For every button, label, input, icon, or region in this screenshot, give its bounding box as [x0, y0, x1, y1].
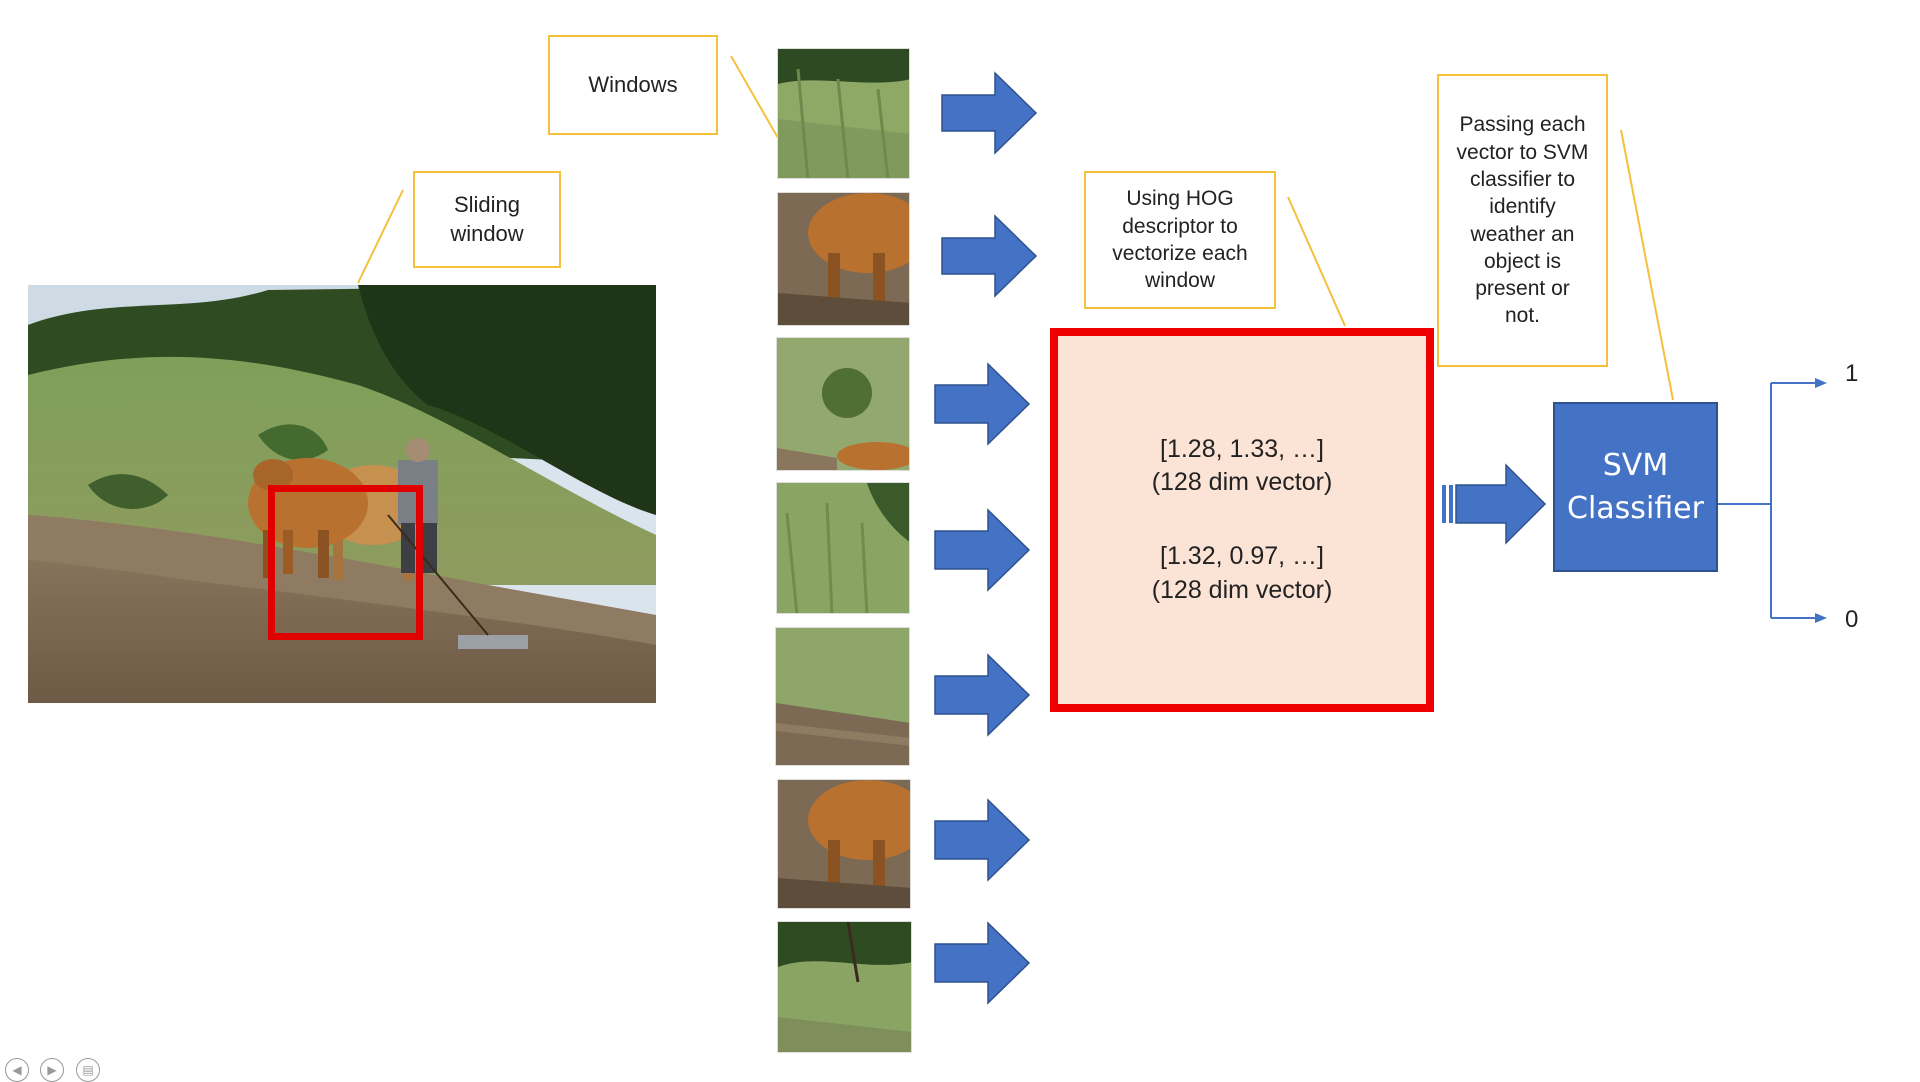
menu-icon[interactable]: ▤	[76, 1058, 100, 1082]
output-arrowhead-0-icon	[1815, 613, 1827, 623]
sliding-window-highlight	[268, 485, 423, 640]
hog-callout: Using HOG descriptor to vectorize each w…	[1084, 171, 1276, 309]
next-icon[interactable]: ▶	[40, 1058, 64, 1082]
window-arrow-6-icon	[934, 798, 1031, 882]
classifier-line-1: SVM	[1602, 447, 1669, 483]
field-photo-art	[28, 285, 656, 703]
vector-1-values: [1.28, 1.33, …]	[1160, 434, 1324, 463]
sliding-window-label: Sliding window	[450, 191, 524, 246]
vector-1-dim: (128 dim vector)	[1151, 468, 1333, 497]
hog-vector-box: [1.28, 1.33, …] (128 dim vector) [1.32, …	[1050, 328, 1434, 712]
classifier-line-2: Classifier	[1567, 491, 1704, 526]
windows-label: Windows	[588, 71, 678, 97]
field-photo	[28, 285, 656, 703]
window-arrow-1-icon	[941, 71, 1038, 155]
window-arrow-7-icon	[934, 921, 1031, 1005]
prev-icon[interactable]: ◀	[5, 1058, 29, 1082]
output-arrowhead-1-icon	[1815, 378, 1827, 388]
sliding-window-callout: Sliding window	[413, 171, 561, 268]
window-arrow-3-icon	[934, 362, 1031, 446]
window-thumbnail-2	[777, 192, 910, 326]
windows-leader	[730, 55, 783, 146]
vector-2-values: [1.32, 0.97, …]	[1160, 542, 1324, 570]
window-arrow-2-icon	[941, 214, 1038, 298]
vector-arrow-stripe	[1442, 485, 1446, 523]
svm-callout-label: Passing each vector to SVM classifier to…	[1456, 113, 1589, 328]
window-thumbnail-5	[775, 627, 910, 766]
window-thumbnail-1	[777, 48, 910, 179]
vector-to-classifier-arrow-icon	[1455, 463, 1547, 545]
svm-callout: Passing each vector to SVM classifier to…	[1437, 74, 1608, 367]
hog-label: Using HOG descriptor to vectorize each w…	[1112, 187, 1248, 293]
window-thumbnail-6	[777, 779, 911, 909]
window-arrow-5-icon	[934, 653, 1031, 737]
window-thumbnail-4	[776, 482, 910, 614]
svm-classifier-box: SVM Classifier	[1553, 402, 1718, 572]
hog-leader	[1287, 196, 1346, 327]
windows-callout: Windows	[548, 35, 718, 135]
output-one-label: 1	[1845, 360, 1859, 387]
output-zero-label: 0	[1845, 606, 1859, 633]
window-thumbnail-3	[776, 337, 910, 471]
vector-2-dim: (128 dim vector)	[1151, 575, 1333, 604]
window-thumbnail-7	[777, 921, 912, 1053]
sliding-leader	[357, 189, 404, 284]
window-arrow-4-icon	[934, 508, 1031, 592]
svm-leader	[1620, 129, 1674, 401]
vector-arrow-stripe-2	[1449, 485, 1453, 523]
